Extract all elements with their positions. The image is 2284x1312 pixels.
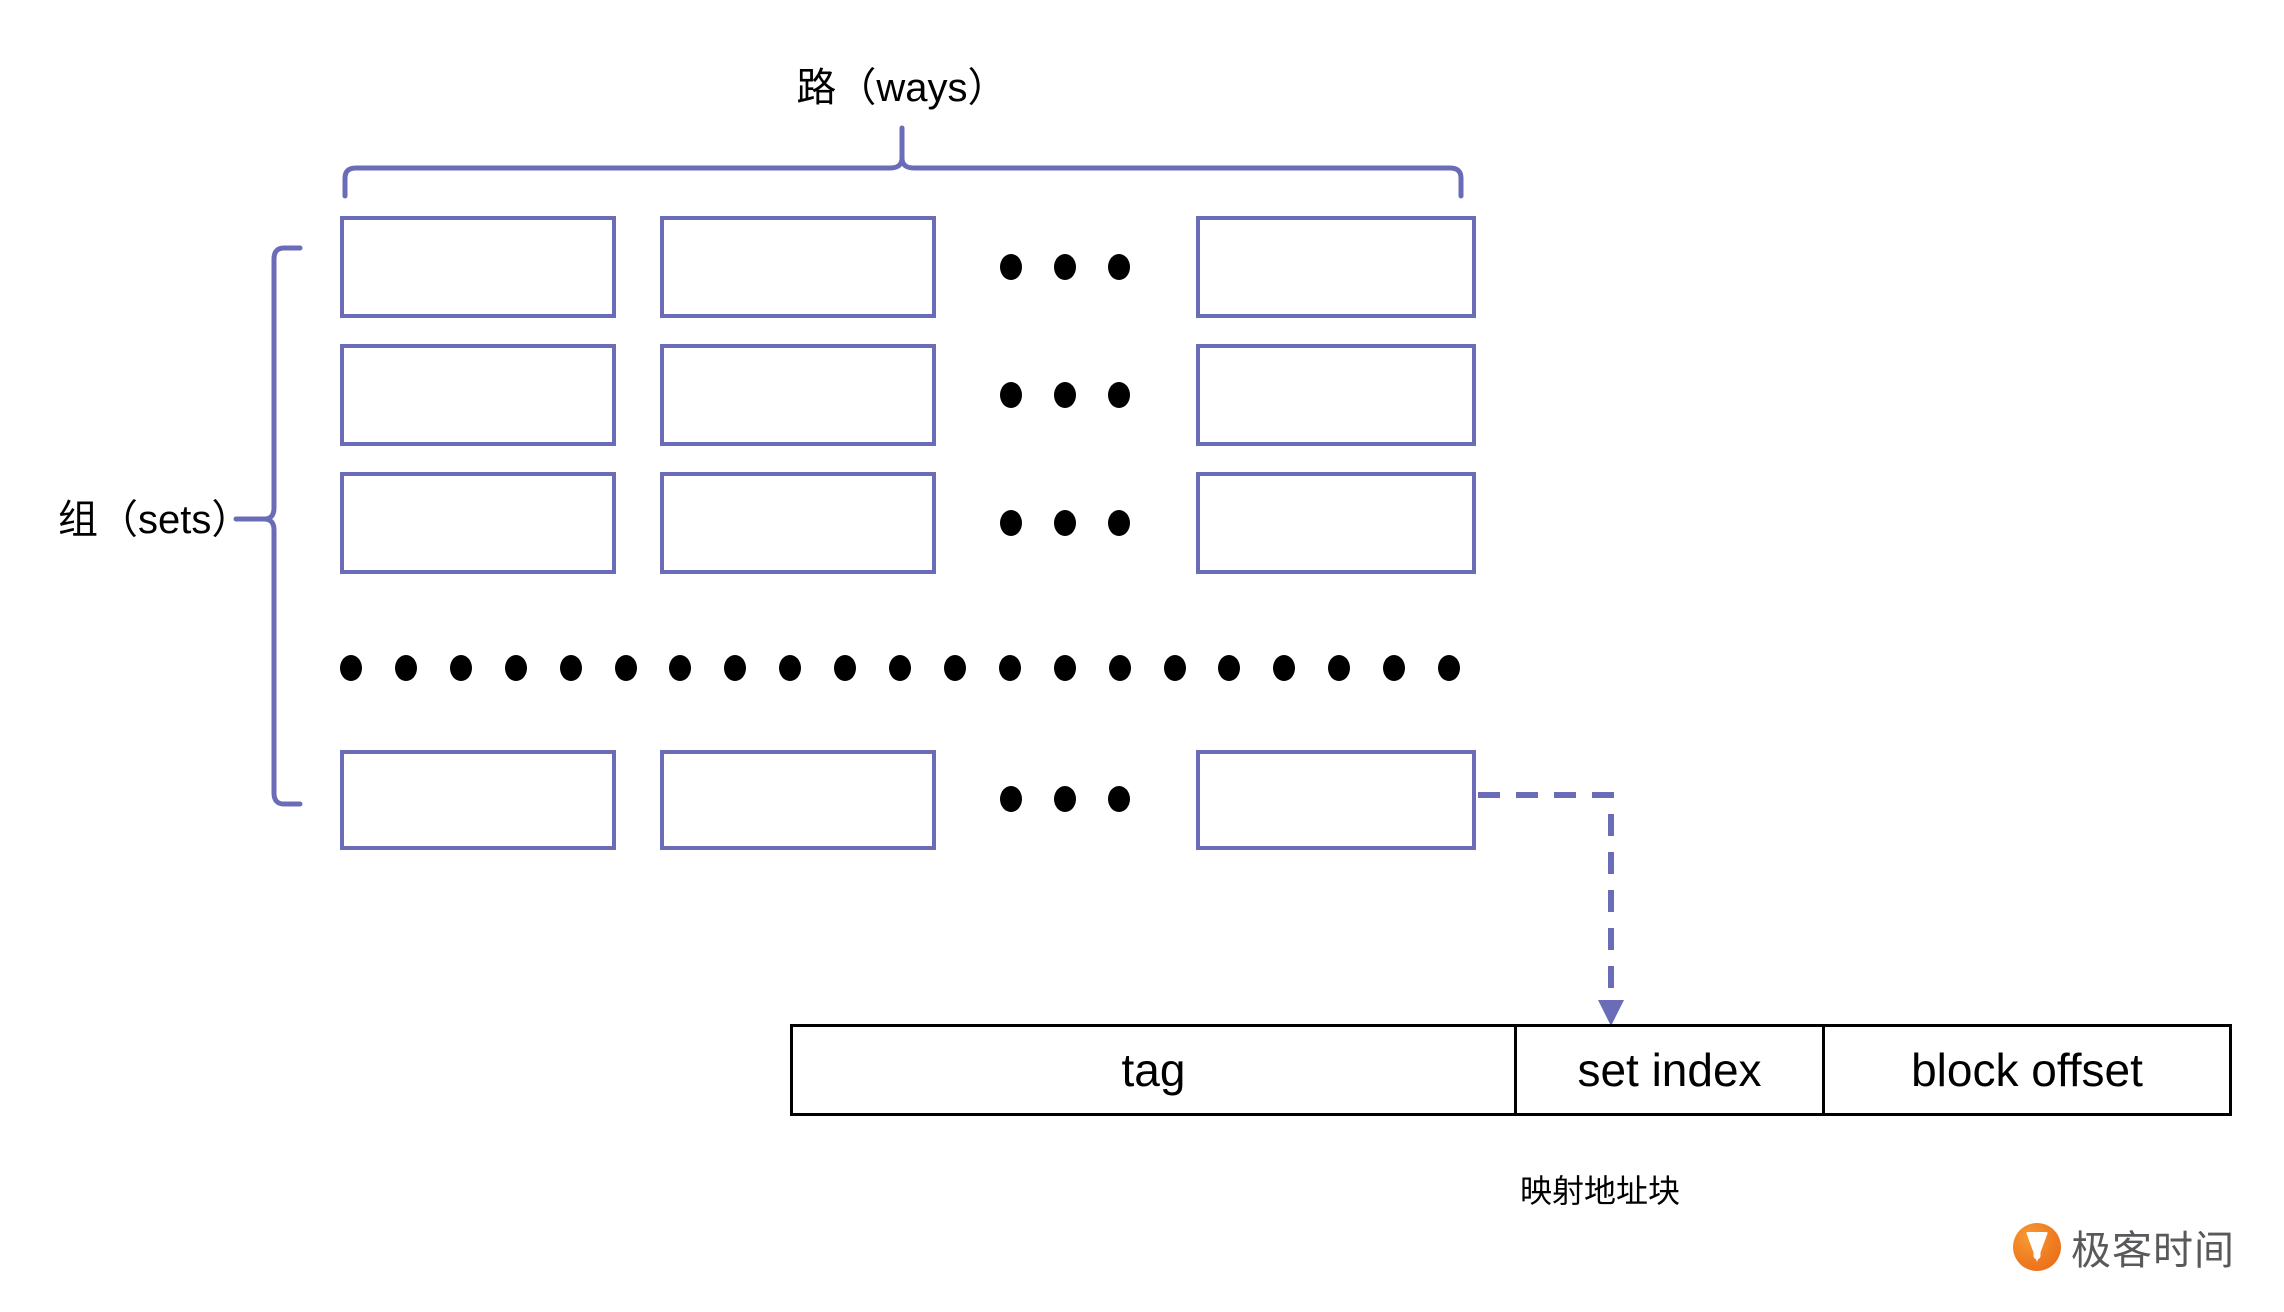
row0-ways-ellipsis xyxy=(1000,254,1130,284)
rowN-ways-ellipsis xyxy=(1000,786,1130,816)
cache-cell-setN-wayN[interactable] xyxy=(1196,750,1476,850)
sets-ellipsis-dot xyxy=(999,655,1021,681)
ways-brace-icon xyxy=(342,125,1464,199)
sets-ellipsis-dot xyxy=(724,655,746,681)
row1-ways-ellipsis xyxy=(1000,382,1130,412)
sets-ellipsis-dot xyxy=(1328,655,1350,681)
sets-ellipsis-dot xyxy=(889,655,911,681)
sets-ellipsis-dot xyxy=(615,655,637,681)
sets-ellipsis-dot xyxy=(779,655,801,681)
brand-watermark: 极客时间 xyxy=(2013,1218,2235,1276)
cache-cell-set0-wayN[interactable] xyxy=(1196,216,1476,318)
sets-ellipsis-dot xyxy=(1109,655,1131,681)
address-field-tag[interactable]: tag xyxy=(793,1027,1517,1113)
cache-cell-setN-way0[interactable] xyxy=(340,750,616,850)
cache-cell-set2-wayN[interactable] xyxy=(1196,472,1476,574)
set-index-mapping-arrow xyxy=(1478,792,1614,1012)
cache-cell-set1-wayN[interactable] xyxy=(1196,344,1476,446)
sets-ellipsis-dot xyxy=(340,655,362,681)
address-block: tag set index block offset xyxy=(790,1024,2232,1116)
sets-ellipsis-dot xyxy=(505,655,527,681)
cache-cell-set1-way0[interactable] xyxy=(340,344,616,446)
address-field-set-index[interactable]: set index xyxy=(1517,1027,1825,1113)
cache-cell-setN-way1[interactable] xyxy=(660,750,936,850)
sets-ellipsis-dot xyxy=(450,655,472,681)
sets-ellipsis-row xyxy=(340,655,1460,683)
ways-label: 路（ways） xyxy=(796,66,1008,110)
sets-ellipsis-dot xyxy=(1054,655,1076,681)
sets-label: 组（sets） xyxy=(58,498,252,542)
address-block-caption: 映射地址块 xyxy=(1520,1173,1681,1209)
brand-name: 极客时间 xyxy=(2071,1229,2235,1273)
cache-cell-set1-way1[interactable] xyxy=(660,344,936,446)
address-field-block-offset[interactable]: block offset xyxy=(1911,1044,2143,1096)
sets-ellipsis-dot xyxy=(395,655,417,681)
sets-ellipsis-dot xyxy=(1164,655,1186,681)
sets-ellipsis-dot xyxy=(1218,655,1240,681)
cache-cell-set0-way0[interactable] xyxy=(340,216,616,318)
sets-ellipsis-dot xyxy=(1438,655,1460,681)
arrowhead-icon xyxy=(1598,1000,1624,1026)
cache-cell-set2-way1[interactable] xyxy=(660,472,936,574)
sets-ellipsis-dot xyxy=(669,655,691,681)
sets-ellipsis-dot xyxy=(1273,655,1295,681)
sets-ellipsis-dot xyxy=(1383,655,1405,681)
cache-cell-set2-way0[interactable] xyxy=(340,472,616,574)
cache-cell-set0-way1[interactable] xyxy=(660,216,936,318)
sets-ellipsis-dot xyxy=(834,655,856,681)
geektime-logo-icon xyxy=(2013,1223,2061,1271)
sets-ellipsis-dot xyxy=(944,655,966,681)
sets-ellipsis-dot xyxy=(560,655,582,681)
row2-ways-ellipsis xyxy=(1000,510,1130,540)
